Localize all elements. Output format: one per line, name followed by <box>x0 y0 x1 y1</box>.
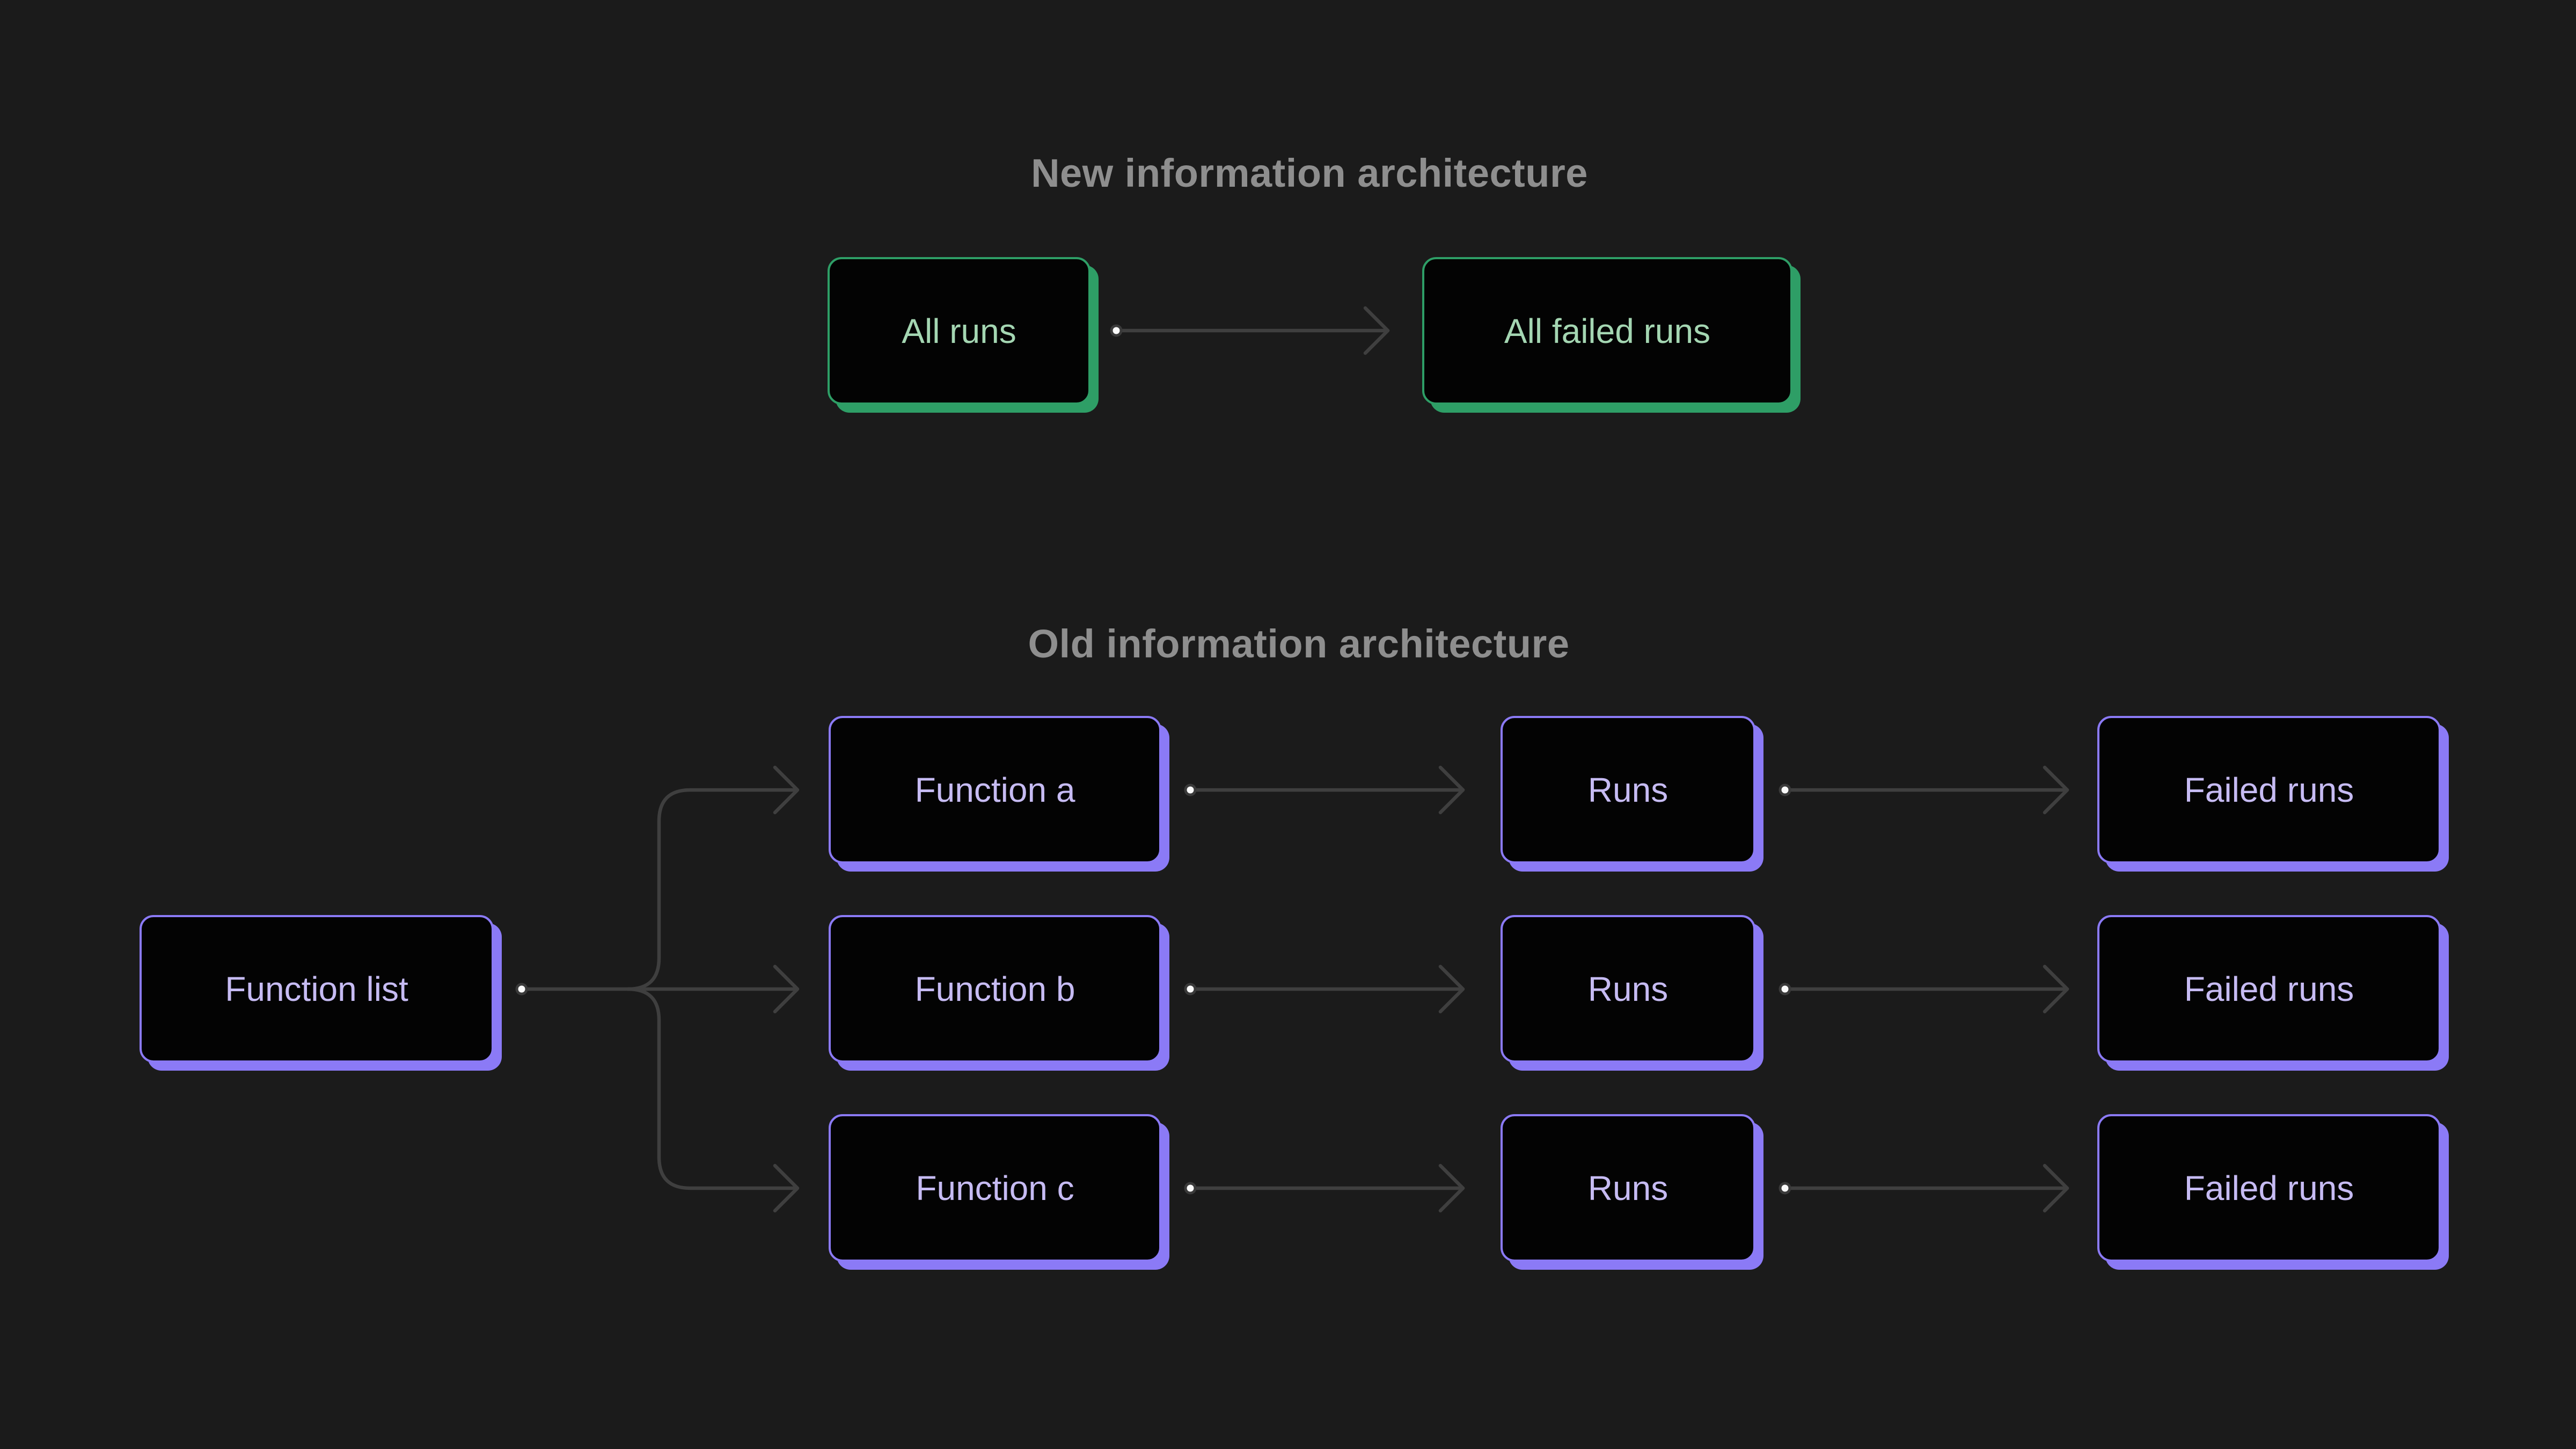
node-runs-b: Runs <box>1501 915 1755 1063</box>
node-failed-runs-a: Failed runs <box>2097 716 2441 863</box>
dot-functionc <box>1187 1184 1194 1192</box>
arrowhead-runs-b <box>1438 964 1465 1014</box>
node-function-a: Function a <box>829 716 1161 863</box>
new-architecture-title: New information architecture <box>1031 151 1588 195</box>
edge-functionlist-functiona <box>626 788 799 991</box>
arrowhead-allfailed <box>1363 306 1390 355</box>
node-function-b: Function b <box>829 915 1161 1063</box>
arrowhead-functionc <box>773 1163 800 1213</box>
old-architecture-title: Old information architecture <box>1028 621 1570 666</box>
dot-functionlist <box>518 985 525 993</box>
node-all-failed-runs: All failed runs <box>1422 257 1792 405</box>
node-failed-runs-b: Failed runs <box>2097 915 2441 1063</box>
dot-runs-a <box>1781 786 1789 794</box>
node-all-runs: All runs <box>828 257 1091 405</box>
edge-functionlist-functionc <box>626 987 799 1190</box>
arrowhead-failed-b <box>2043 964 2069 1014</box>
arrowhead-functiona <box>773 765 800 815</box>
dot-runs-c <box>1781 1184 1789 1192</box>
dot-functionb <box>1187 985 1194 993</box>
node-runs-c: Runs <box>1501 1114 1755 1262</box>
arrowhead-failed-c <box>2043 1163 2069 1213</box>
arrowhead-functionb <box>773 964 800 1014</box>
arrowhead-failed-a <box>2043 765 2069 815</box>
node-runs-a: Runs <box>1501 716 1755 863</box>
arrowhead-runs-c <box>1438 1163 1465 1213</box>
dot-functiona <box>1187 786 1194 794</box>
node-failed-runs-c: Failed runs <box>2097 1114 2441 1262</box>
dot-allruns <box>1113 327 1120 334</box>
node-function-c: Function c <box>829 1114 1161 1262</box>
dot-runs-b <box>1781 985 1789 993</box>
arrowhead-runs-a <box>1438 765 1465 815</box>
node-function-list: Function list <box>140 915 494 1063</box>
